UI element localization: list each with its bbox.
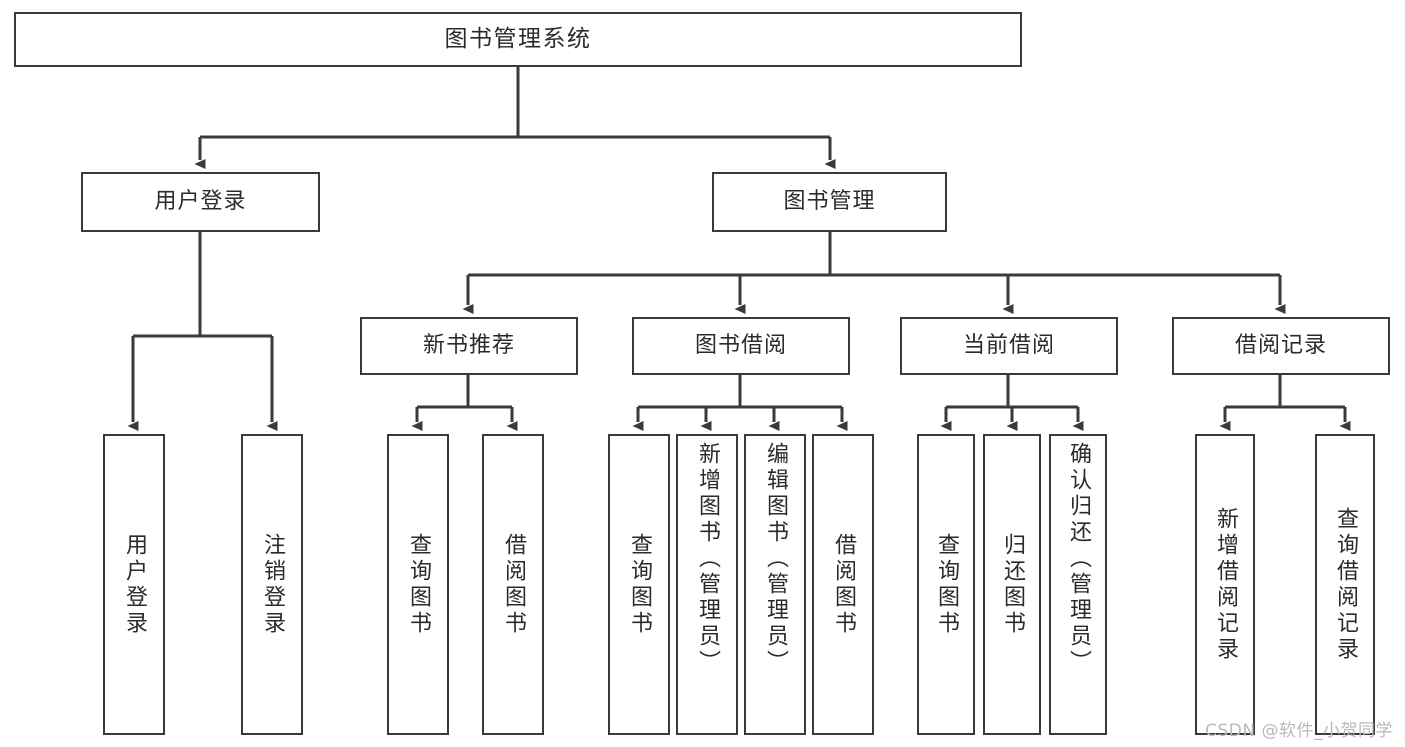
node-leaf-confirm-return-label: 确认归还（管理员） [1066,442,1091,676]
node-root-label: 图书管理系统 [444,26,592,53]
node-leaf-borrow-book-b[interactable]: 借阅图书 [812,434,874,735]
node-current-borrow[interactable]: 当前借阅 [900,317,1118,375]
node-leaf-return-book[interactable]: 归还图书 [983,434,1041,735]
node-leaf-return-book-label: 归还图书 [1000,532,1025,637]
node-leaf-query-record-label: 查询借阅记录 [1333,506,1358,663]
watermark: CSDN @软件_小贺同学 [1205,721,1393,741]
node-leaf-query-record[interactable]: 查询借阅记录 [1315,434,1375,735]
node-user-login[interactable]: 用户登录 [81,172,320,232]
node-user-login-label: 用户登录 [154,189,247,215]
node-root[interactable]: 图书管理系统 [14,12,1022,67]
node-leaf-query-book-c-label: 查询图书 [934,532,959,637]
node-leaf-borrow-book-a-label: 借阅图书 [501,532,526,637]
node-current-borrow-label: 当前借阅 [962,333,1055,359]
node-leaf-add-record[interactable]: 新增借阅记录 [1195,434,1255,735]
node-book-borrow-label: 图书借阅 [694,333,787,359]
node-leaf-edit-book[interactable]: 编辑图书（管理员） [744,434,806,735]
node-leaf-logout[interactable]: 注销登录 [241,434,303,735]
node-leaf-user-login-label: 用户登录 [122,532,147,637]
node-leaf-query-book-b[interactable]: 查询图书 [608,434,670,735]
node-leaf-borrow-book-b-label: 借阅图书 [831,532,856,637]
node-leaf-confirm-return[interactable]: 确认归还（管理员） [1049,434,1107,735]
node-book-manage-label: 图书管理 [783,189,876,215]
node-leaf-logout-label: 注销登录 [260,532,285,637]
node-leaf-borrow-book-a[interactable]: 借阅图书 [482,434,544,735]
node-borrow-record-label: 借阅记录 [1234,333,1327,359]
node-leaf-edit-book-label: 编辑图书（管理员） [763,442,788,676]
node-book-manage[interactable]: 图书管理 [712,172,947,232]
node-leaf-add-book[interactable]: 新增图书（管理员） [676,434,738,735]
node-leaf-query-book-a[interactable]: 查询图书 [387,434,449,735]
node-leaf-add-record-label: 新增借阅记录 [1213,506,1238,663]
node-new-book-rec[interactable]: 新书推荐 [360,317,578,375]
node-leaf-query-book-b-label: 查询图书 [627,532,652,637]
node-new-book-rec-label: 新书推荐 [422,333,515,359]
node-book-borrow[interactable]: 图书借阅 [632,317,850,375]
node-leaf-query-book-c[interactable]: 查询图书 [917,434,975,735]
node-leaf-query-book-a-label: 查询图书 [406,532,431,637]
node-leaf-add-book-label: 新增图书（管理员） [695,442,720,676]
node-leaf-user-login[interactable]: 用户登录 [103,434,165,735]
node-borrow-record[interactable]: 借阅记录 [1172,317,1390,375]
